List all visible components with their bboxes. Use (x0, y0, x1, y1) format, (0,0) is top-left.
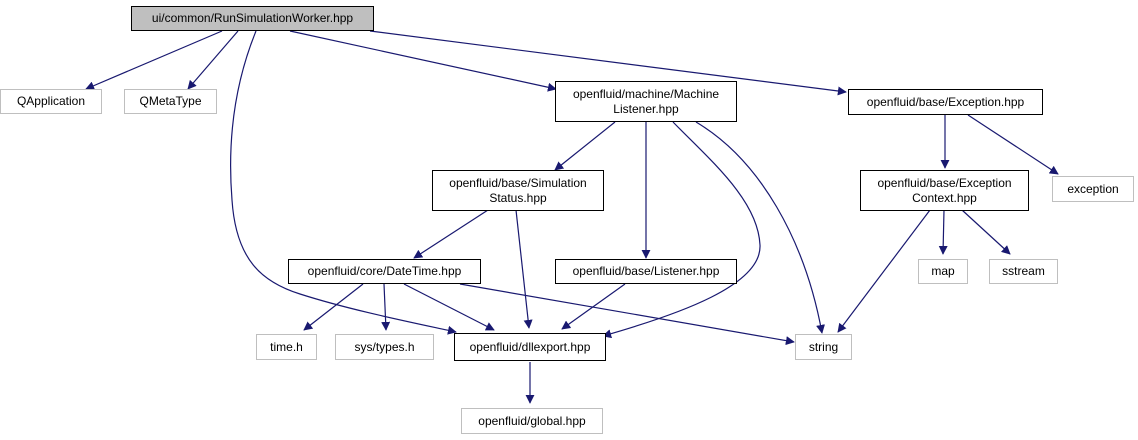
node-time-h: time.h (256, 334, 317, 360)
edge-status-dllexport (515, 209, 533, 329)
node-run-simulation-worker: ui/common/RunSimulationWorker.hpp (131, 6, 374, 31)
node-sstream: sstream (989, 259, 1058, 284)
node-string: string (795, 334, 852, 360)
node-base-listener[interactable]: openfluid/base/Listener.hpp (555, 259, 737, 284)
edge-exception-std (967, 114, 1059, 175)
edge-context-map (938, 209, 948, 255)
edge-status-datetime (413, 209, 489, 259)
node-map: map (918, 259, 968, 284)
node-qmetatype: QMetaType (124, 89, 217, 114)
edge-datetime-string (459, 283, 795, 346)
edge-datetime-dllexport (403, 283, 495, 331)
edge-root-machine-listener (289, 30, 557, 92)
edge-context-string (837, 209, 931, 333)
node-base-exception[interactable]: openfluid/base/Exception.hpp (848, 89, 1043, 115)
node-exception-context[interactable]: openfluid/base/Exception Context.hpp (860, 170, 1029, 211)
edge-datetime-systypes (381, 283, 391, 331)
edge-machine-dllexport (602, 121, 761, 339)
edge-machine-simulation-status (554, 121, 616, 171)
node-exception-std: exception (1052, 176, 1134, 202)
edge-root-dllexport (230, 30, 457, 335)
edge-context-sstream (961, 209, 1011, 255)
edge-datetime-time (303, 283, 364, 331)
node-qapplication: QApplication (0, 89, 102, 114)
edge-root-qmetatype (187, 30, 239, 90)
node-simulation-status[interactable]: openfluid/base/Simulation Status.hpp (432, 170, 604, 211)
node-dllexport[interactable]: openfluid/dllexport.hpp (454, 333, 606, 361)
node-global: openfluid/global.hpp (461, 408, 603, 434)
edge-root-qapplication (85, 30, 223, 90)
node-machine-listener[interactable]: openfluid/machine/Machine Listener.hpp (555, 81, 737, 122)
node-sys-types: sys/types.h (335, 334, 434, 360)
node-datetime[interactable]: openfluid/core/DateTime.hpp (288, 259, 481, 284)
edge-machine-string (695, 121, 825, 334)
edge-root-exception (369, 30, 847, 96)
edge-listener-dllexport (561, 283, 626, 330)
